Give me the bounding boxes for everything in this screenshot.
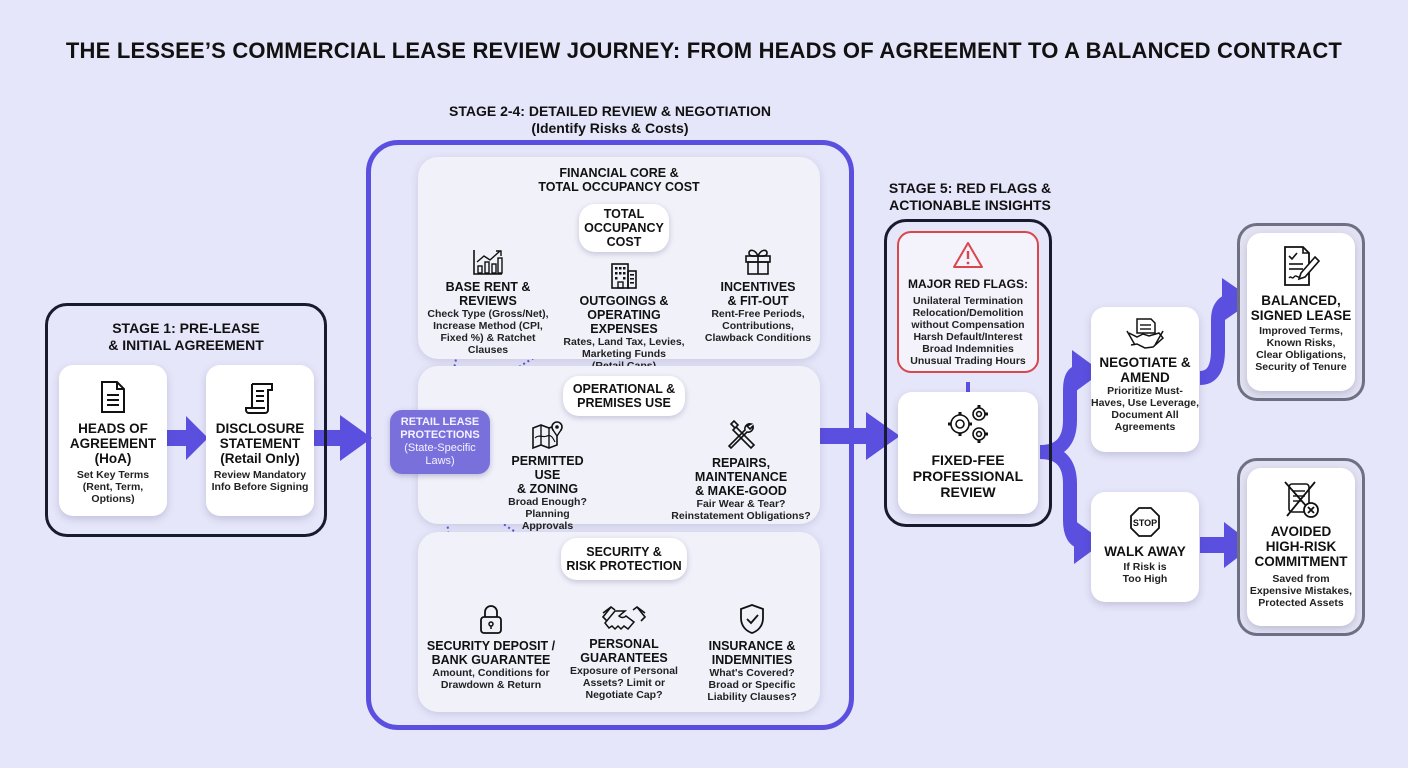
card-desc: Set Key Terms (Rent, Term, Options): [76, 469, 150, 505]
retail-protections-title: RETAIL LEASE PROTECTIONS: [400, 416, 480, 441]
card-heads-of-agreement[interactable]: HEADS OF AGREEMENT (HoA) Set Key Terms (…: [59, 365, 167, 516]
card-title: HEADS OF AGREEMENT (HoA): [69, 421, 157, 466]
negotiate-amend-card[interactable]: NEGOTIATE & AMEND Prioritize Must- Haves…: [1091, 307, 1199, 452]
growth-chart-icon: [423, 248, 553, 276]
walk-away-desc: If Risk is Too High: [1122, 561, 1168, 585]
card-title: DISCLOSURE STATEMENT (Retail Only): [215, 421, 305, 466]
major-red-flags-box: MAJOR RED FLAGS: Unilateral Termination …: [897, 231, 1039, 373]
retail-lease-protections-badge[interactable]: RETAIL LEASE PROTECTIONS (State-Specific…: [390, 410, 490, 474]
item-desc: Check Type (Gross/Net), Increase Method …: [427, 308, 549, 356]
balanced-signed-lease-card[interactable]: BALANCED, SIGNED LEASE Improved Terms, K…: [1247, 233, 1355, 391]
item-desc: Amount, Conditions for Drawdown & Return: [432, 667, 550, 691]
padlock-icon: [424, 603, 558, 635]
stage2-4-subtitle: (Identify Risks & Costs): [531, 120, 689, 136]
item-title: PERSONAL GUARANTEES: [580, 637, 668, 665]
signed-lease-title: BALANCED, SIGNED LEASE: [1250, 293, 1352, 323]
item-title: INCENTIVES & FIT-OUT: [720, 280, 796, 308]
negotiate-title: NEGOTIATE & AMEND: [1099, 355, 1191, 385]
stage2-4-label: STAGE 2-4: DETAILED REVIEW & NEGOTIATION…: [370, 103, 850, 137]
map-pin-icon: [500, 420, 595, 450]
security-risk-hub[interactable]: SECURITY & RISK PROTECTION: [561, 538, 687, 580]
item-title: BASE RENT & REVIEWS: [445, 280, 531, 308]
signed-contract-icon: [1247, 245, 1355, 287]
stage5-label: STAGE 5: RED FLAGS & ACTIONABLE INSIGHTS: [888, 180, 1052, 213]
item-title: INSURANCE & INDEMNITIES: [708, 639, 796, 667]
walk-away-card[interactable]: STOP WALK AWAY If Risk is Too High: [1091, 492, 1199, 602]
gears-icon: [898, 404, 1038, 444]
stop-sign-text: STOP: [1133, 518, 1157, 528]
document-icon: [59, 380, 167, 414]
item-security-deposit[interactable]: SECURITY DEPOSIT / BANK GUARANTEE Amount…: [424, 603, 558, 691]
arrow-negotiate-to-signed: [1199, 293, 1237, 385]
stage1-label: STAGE 1: PRE-LEASE & INITIAL AGREEMENT: [108, 320, 264, 353]
item-desc: Rent-Free Periods, Contributions, Clawba…: [704, 308, 812, 344]
operational-premises-hub[interactable]: OPERATIONAL & PREMISES USE: [563, 376, 685, 416]
item-base-rent[interactable]: BASE RENT & REVIEWS Check Type (Gross/Ne…: [423, 248, 553, 356]
avoided-desc: Saved from Expensive Mistakes, Protected…: [1249, 573, 1353, 609]
item-repairs-maintenance[interactable]: REPAIRS, MAINTENANCE & MAKE-GOOD Fair We…: [668, 420, 814, 522]
scroll-icon: [206, 380, 314, 416]
item-incentives[interactable]: INCENTIVES & FIT-OUT Rent-Free Periods, …: [700, 246, 816, 344]
avoided-high-risk-card[interactable]: AVOIDED HIGH-RISK COMMITMENT Saved from …: [1247, 468, 1355, 626]
walk-away-title: WALK AWAY: [1104, 544, 1186, 559]
warning-triangle-icon: [899, 241, 1037, 269]
stage2-4-title: STAGE 2-4: DETAILED REVIEW & NEGOTIATION: [448, 103, 771, 119]
gift-icon: [700, 246, 816, 276]
card-disclosure-statement[interactable]: DISCLOSURE STATEMENT (Retail Only) Revie…: [206, 365, 314, 516]
item-insurance-indemnities[interactable]: INSURANCE & INDEMNITIES What's Covered? …: [700, 603, 804, 703]
handshake-icon: [568, 603, 680, 633]
stop-sign-icon: STOP: [1091, 506, 1199, 538]
shield-check-icon: [700, 603, 804, 635]
item-outgoings[interactable]: OUTGOINGS & OPERATING EXPENSES Rates, La…: [554, 262, 694, 372]
avoided-title: AVOIDED HIGH-RISK COMMITMENT: [1254, 524, 1348, 569]
building-icon: [554, 262, 694, 290]
review-title: FIXED-FEE PROFESSIONAL REVIEW: [912, 452, 1024, 500]
contract-handshake-icon: [1091, 317, 1199, 351]
item-title: OUTGOINGS & OPERATING EXPENSES: [579, 294, 669, 336]
item-desc: Exposure of Personal Assets? Limit or Ne…: [570, 665, 678, 701]
stage5-frame: [884, 219, 1052, 527]
tools-icon: [668, 420, 814, 452]
total-occupancy-cost-hub[interactable]: TOTAL OCCUPANCY COST: [579, 204, 669, 252]
retail-protections-sub: (State-Specific Laws): [404, 442, 476, 467]
diagram-title: THE LESSEE’S COMMERCIAL LEASE REVIEW JOU…: [65, 38, 1343, 63]
signed-lease-desc: Improved Terms, Known Risks, Clear Oblig…: [1255, 325, 1347, 373]
stage2-4-frame: [366, 140, 854, 730]
cancelled-document-icon: [1247, 480, 1355, 520]
red-flags-list: Unilateral Termination Relocation/Demoli…: [910, 295, 1026, 367]
financial-core-panel: [418, 157, 820, 359]
card-desc: Review Mandatory Info Before Signing: [211, 469, 309, 493]
item-title: PERMITTED USE & ZONING: [511, 454, 584, 496]
item-title: SECURITY DEPOSIT / BANK GUARANTEE: [426, 639, 556, 667]
item-desc: What's Covered? Broad or Specific Liabil…: [707, 667, 797, 703]
item-title: REPAIRS, MAINTENANCE & MAKE-GOOD: [694, 456, 788, 498]
item-permitted-use[interactable]: PERMITTED USE & ZONING Broad Enough? Pla…: [500, 420, 595, 544]
red-flags-title: MAJOR RED FLAGS:: [908, 277, 1028, 291]
negotiate-desc: Prioritize Must- Haves, Use Leverage, Do…: [1091, 385, 1199, 433]
financial-heading: FINANCIAL CORE & TOTAL OCCUPANCY COST: [538, 166, 700, 194]
item-personal-guarantees[interactable]: PERSONAL GUARANTEES Exposure of Personal…: [568, 603, 680, 701]
item-desc: Fair Wear & Tear? Reinstatement Obligati…: [671, 498, 811, 522]
fixed-fee-review-card[interactable]: FIXED-FEE PROFESSIONAL REVIEW: [898, 392, 1038, 514]
stage1-frame: [45, 303, 327, 537]
